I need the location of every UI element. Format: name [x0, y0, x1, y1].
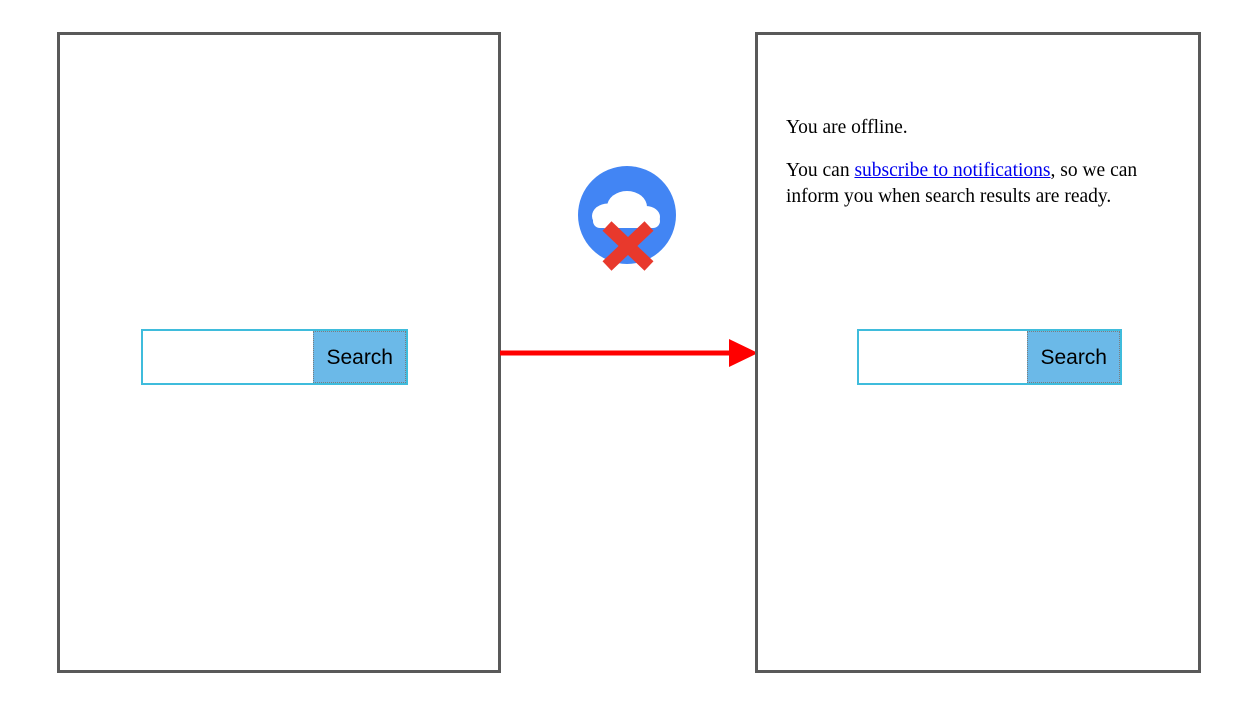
- search-input-before[interactable]: [143, 331, 314, 383]
- x-mark: [602, 221, 654, 271]
- offline-subscribe-line: You can subscribe to notifications, so w…: [786, 158, 1158, 210]
- online-state-panel: Search: [57, 32, 501, 673]
- offline-status-line: You are offline.: [786, 117, 908, 138]
- search-widget-before[interactable]: Search: [141, 329, 408, 385]
- subscribe-line-suffix: , so we can inform you when search resul…: [786, 159, 1138, 207]
- search-widget-after[interactable]: Search: [857, 329, 1122, 385]
- search-button-after[interactable]: Search: [1027, 331, 1120, 383]
- offline-message-block: You are offline. You can subscribe to no…: [786, 115, 1158, 210]
- search-button-before[interactable]: Search: [313, 331, 406, 383]
- subscribe-line-prefix: You can: [786, 159, 855, 181]
- cloud-offline-icon: [578, 166, 676, 271]
- subscribe-to-notifications-link[interactable]: subscribe to notifications: [854, 159, 1051, 181]
- offline-state-panel: You are offline. You can subscribe to no…: [755, 32, 1201, 673]
- transition-arrow: [500, 339, 758, 367]
- search-input-after[interactable]: [859, 331, 1028, 383]
